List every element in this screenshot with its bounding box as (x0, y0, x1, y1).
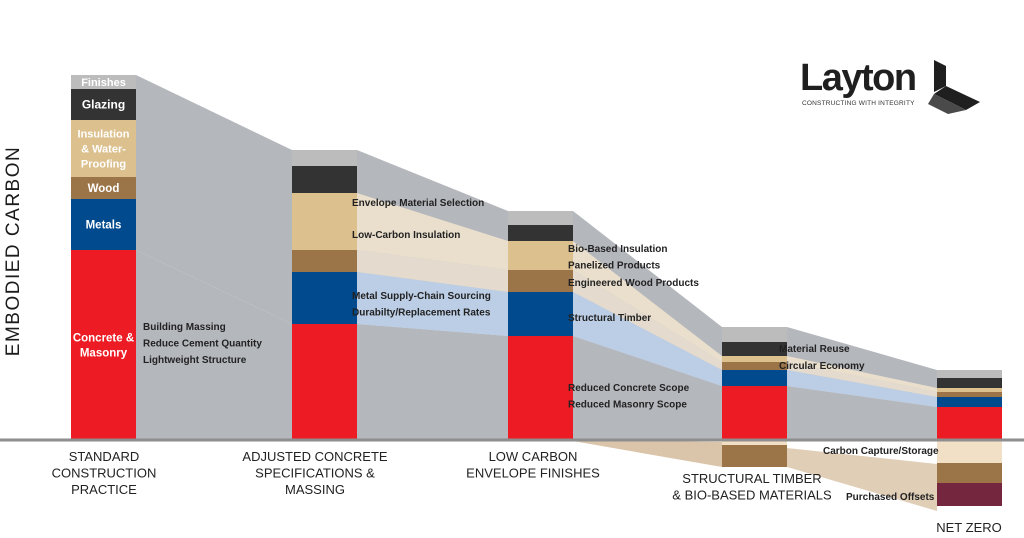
category-label: ADJUSTED CONCRETE (242, 449, 388, 464)
segment-label: Metals (86, 220, 122, 232)
bar-2-glazing (508, 225, 573, 241)
band-concrete-0 (136, 250, 292, 440)
bar-0-metals (71, 199, 136, 250)
bar-2-metals (508, 292, 573, 336)
annotation-text: Lightweight Structure (143, 355, 247, 366)
bar-3-glazing (722, 342, 787, 356)
bar-4-glazing (937, 378, 1002, 388)
segment-label: & Water- (81, 144, 126, 156)
band-total-0 (136, 75, 292, 324)
bar-3-metals (722, 370, 787, 386)
category-label: NET ZERO (936, 520, 1002, 535)
bar-1-concrete-masonry (292, 324, 357, 440)
annotation-text: Carbon Capture/Storage (823, 446, 939, 457)
annotation-text: Reduce Cement Quantity (143, 339, 262, 350)
band-concrete-3 (787, 386, 937, 440)
band-concrete-2 (573, 336, 722, 440)
bar-1-finishes (292, 150, 357, 166)
band-insulation-water-proofing-2 (573, 241, 722, 362)
annotation-text: Envelope Material Selection (352, 198, 484, 209)
category-label: & BIO-BASED MATERIALS (672, 488, 832, 503)
segment-label: Proofing (81, 159, 126, 171)
bar-0-concrete-masonry (71, 250, 136, 440)
bar-4-metals (937, 397, 1002, 407)
band-wood-3 (787, 362, 937, 397)
segment-label: Glazing (82, 98, 125, 112)
bar-4-neg-2 (937, 483, 1002, 506)
bar-3-finishes (722, 327, 787, 342)
segment-label: Concrete & (73, 333, 134, 345)
segment-label: Masonry (80, 348, 128, 360)
bar-1-glazing (292, 166, 357, 193)
bar-3-concrete-masonry (722, 386, 787, 440)
band-concrete-1 (357, 324, 508, 440)
annotation-text: Building Massing (143, 322, 226, 333)
bar-4-wood (937, 392, 1002, 397)
bar-4-neg-0 (937, 440, 1002, 463)
category-label: PRACTICE (71, 482, 137, 497)
bar-4-neg-1 (937, 463, 1002, 483)
annotation-text: Panelized Products (568, 261, 661, 272)
bar-0-insulation-water-proofing (71, 120, 136, 177)
band-insulation-water-proofing-3 (787, 356, 937, 392)
annotation-text: Bio-Based Insulation (568, 244, 667, 255)
bar-4-finishes (937, 370, 1002, 378)
stacked-bars (71, 75, 1002, 506)
y-axis-label: EMBODIED CARBON (3, 146, 24, 356)
annotation-text: Engineered Wood Products (568, 278, 699, 289)
bar-3-neg-0 (722, 440, 787, 445)
logo-tagline: CONSTRUCTING WITH INTEGRITY (802, 100, 915, 107)
segment-label: Wood (88, 183, 120, 195)
logo-wordmark: Layton (800, 57, 917, 99)
bar-0-finishes (71, 75, 136, 89)
category-label: SPECIFICATIONS & (255, 466, 375, 481)
annotation-text: Circular Economy (779, 361, 865, 372)
band-metals-2 (573, 292, 722, 386)
segment-label: Finishes (81, 77, 126, 89)
annotation-text: Purchased Offsets (846, 492, 935, 503)
bar-2-finishes (508, 211, 573, 225)
annotation-text: Material Reuse (779, 344, 850, 355)
bar-3-wood (722, 362, 787, 370)
annotation-text: Low-Carbon Insulation (352, 230, 460, 241)
annotation-text: Reduced Masonry Scope (568, 400, 687, 411)
bar-0-wood (71, 177, 136, 199)
category-label: MASSING (285, 482, 345, 497)
annotation-text: Durabilty/Replacement Rates (352, 308, 491, 319)
bar-2-wood (508, 270, 573, 292)
band-negative-2 (573, 440, 722, 467)
layton-mark-icon (928, 60, 980, 114)
bar-3-neg-1 (722, 445, 787, 467)
reduction-bands (136, 75, 937, 511)
segment-label: Insulation (78, 129, 130, 141)
segment-labels: Concrete & Masonry Metals Wood Insulation & W… (73, 77, 134, 360)
band-wood-1 (357, 250, 508, 292)
band-wood-2 (573, 270, 722, 370)
category-label: STANDARD (69, 449, 140, 464)
category-label: STRUCTURAL TIMBER (682, 471, 821, 486)
bar-2-concrete-masonry (508, 336, 573, 440)
band-insulation-water-proofing-1 (357, 193, 508, 270)
band-metals-3 (787, 370, 937, 407)
band-metals-1 (357, 272, 508, 336)
bar-3-insulation-water-proofing (722, 356, 787, 362)
category-label: ENVELOPE FINISHES (466, 466, 600, 481)
category-label: CONSTRUCTION (52, 466, 157, 481)
bar-1-wood (292, 250, 357, 272)
bar-2-insulation-water-proofing (508, 241, 573, 270)
category-label: LOW CARBON (489, 449, 578, 464)
bar-4-insulation-water-proofing (937, 388, 1002, 392)
bar-4-concrete-masonry (937, 407, 1002, 440)
layton-logo: Layton CONSTRUCTING WITH INTEGRITY (800, 56, 990, 118)
band-negative-3 (787, 448, 937, 511)
annotation-text: Reduced Concrete Scope (568, 383, 690, 394)
bar-1-metals (292, 272, 357, 324)
annotation-text: Metal Supply-Chain Sourcing (352, 291, 491, 302)
bar-0-glazing (71, 89, 136, 120)
annotation-text: Structural Timber (568, 313, 651, 324)
bar-1-insulation-water-proofing (292, 193, 357, 250)
